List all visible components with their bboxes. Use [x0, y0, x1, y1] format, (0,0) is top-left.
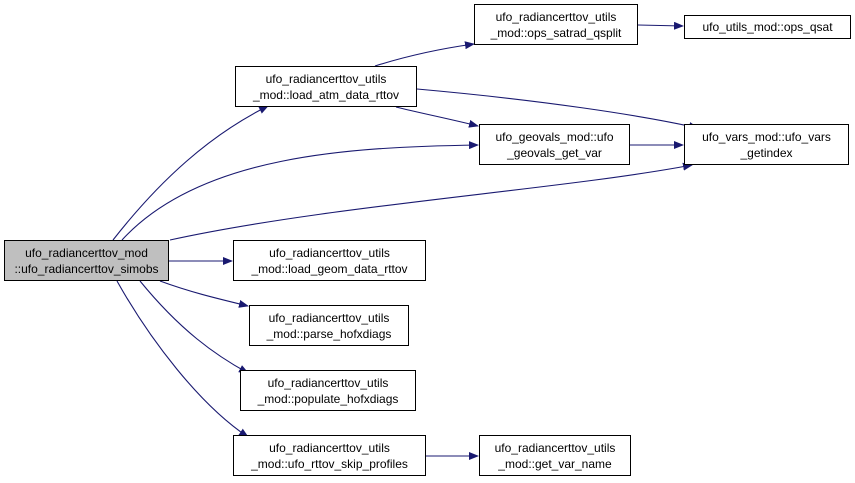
node-label-line1: ufo_radiancerttov_mod [25, 245, 148, 260]
node-parse-hofxdiags[interactable]: ufo_radiancerttov_utils _mod::parse_hofx… [249, 305, 409, 346]
node-label-line1: ufo_vars_mod::ufo_vars [702, 129, 831, 144]
edge-load_atm-to-qsplit [374, 41, 475, 67]
node-label-line1: ufo_radiancerttov_utils [268, 310, 390, 325]
node-label-line2: _geovals_get_var [507, 145, 602, 160]
edge-simobs-to-get_var [121, 141, 479, 241]
edge-simobs-to-populate [139, 280, 249, 374]
node-get-var-name[interactable]: ufo_radiancerttov_utils _mod::get_var_na… [479, 435, 631, 476]
node-label-line1: ufo_radiancerttov_utils [269, 245, 390, 260]
node-label-line2: _getindex [740, 145, 793, 160]
node-label-line1: ufo_radiancerttov_utils [265, 71, 387, 86]
node-ops-satrad-qsplit[interactable]: ufo_radiancerttov_utils _mod::ops_satrad… [474, 4, 638, 45]
edge-load_atm-to-getindex [416, 88, 699, 130]
node-load-geom-data-rttov[interactable]: ufo_radiancerttov_utils _mod::load_geom_… [233, 240, 426, 281]
node-load-atm-data-rttov[interactable]: ufo_radiancerttov_utils _mod::load_atm_d… [235, 66, 417, 107]
node-label-line1: ufo_geovals_mod::ufo [495, 129, 614, 144]
node-ufo-radiancerttov-simobs: ufo_radiancerttov_mod ::ufo_radiancertto… [4, 240, 169, 281]
edge-simobs-to-parse [159, 280, 249, 308]
edge-simobs-to-skip [116, 280, 249, 438]
node-populate-hofxdiags[interactable]: ufo_radiancerttov_utils _mod::populate_h… [240, 370, 416, 411]
edge-simobs-to-load_atm [112, 105, 269, 241]
node-label-line1: ufo_radiancerttov_utils [267, 375, 389, 390]
node-label-line2: _mod::ops_satrad_qsplit [490, 25, 622, 40]
node-label-line2: _mod::get_var_name [498, 456, 612, 471]
node-label-line2: _mod::parse_hofxdiags [266, 326, 392, 341]
node-ops-qsat[interactable]: ufo_utils_mod::ops_qsat [684, 15, 851, 39]
edge-load_atm-to-get_var [395, 106, 479, 128]
node-label-line2: _mod::ufo_rttov_skip_profiles [251, 456, 408, 471]
node-label-line1: ufo_radiancerttov_utils [269, 440, 390, 455]
node-label-line2: ::ufo_radiancerttov_simobs [14, 261, 159, 276]
edge-qsplit-to-qsat [637, 21, 684, 30]
node-label-line1: ufo_utils_mod::ops_qsat [702, 20, 833, 34]
node-label-line2: _mod::load_atm_data_rttov [252, 87, 400, 102]
edge-simobs-to-getindex [169, 162, 693, 241]
node-ufo-rttov-skip-profiles[interactable]: ufo_radiancerttov_utils _mod::ufo_rttov_… [233, 435, 426, 476]
node-label-line2: _mod::load_geom_data_rttov [251, 261, 408, 276]
node-ufo-geovals-get-var[interactable]: ufo_geovals_mod::ufo _geovals_get_var [479, 124, 630, 165]
node-label-line1: ufo_radiancerttov_utils [494, 440, 616, 455]
node-ufo-vars-getindex[interactable]: ufo_vars_mod::ufo_vars _getindex [684, 124, 849, 165]
node-label-line2: _mod::populate_hofxdiags [257, 391, 399, 406]
node-label-line1: ufo_radiancerttov_utils [495, 9, 617, 24]
